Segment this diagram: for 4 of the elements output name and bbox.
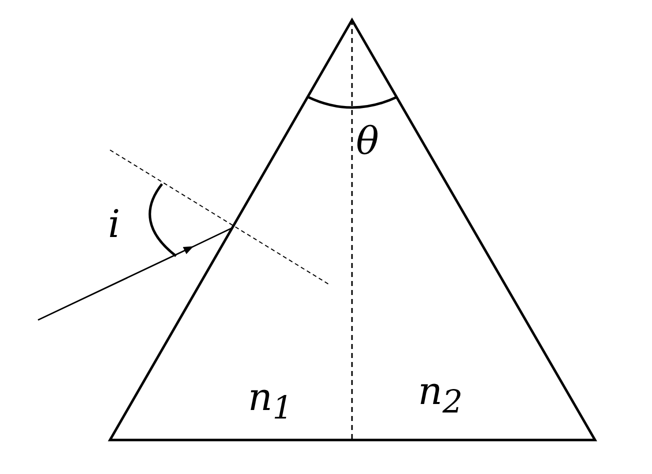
angle-label: θ [356,122,379,160]
refractive-index-label: n$_{2}$ [418,372,463,420]
refractive-index-label: n$_{1}$ [248,378,293,426]
angle-label: i [108,205,120,243]
